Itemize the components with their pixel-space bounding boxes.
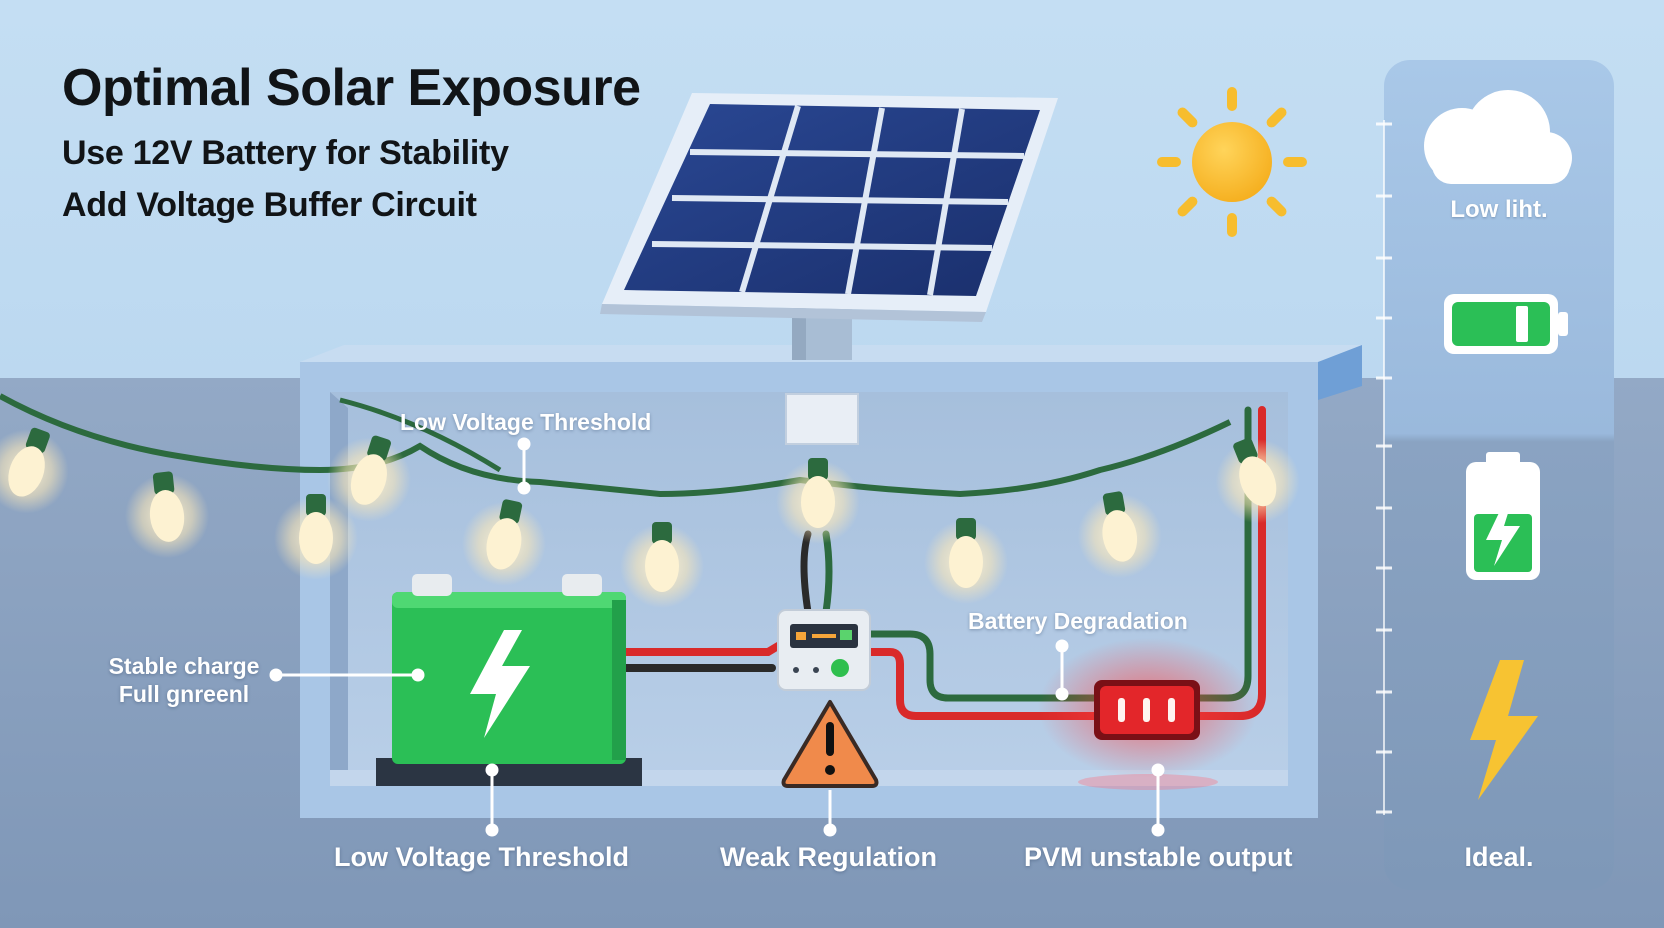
scale-ticks — [1376, 122, 1392, 814]
light-bulb-7 — [776, 458, 860, 544]
label-low-voltage-bottom: Low Voltage Threshold — [334, 842, 630, 872]
light-bulb-8 — [924, 518, 1008, 604]
light-bulb-2 — [125, 471, 210, 558]
charge-controller — [777, 609, 871, 691]
warning-icon — [781, 700, 879, 788]
side-panel-cloud-label: Low liht. — [1450, 196, 1548, 223]
light-bulb-5 — [461, 499, 546, 586]
battery-12v — [376, 574, 642, 786]
light-bulb-6 — [620, 522, 704, 608]
side-panel-ideal-label: Ideal. — [1464, 842, 1534, 872]
light-bulb-3 — [274, 494, 358, 580]
tip-line-2: Add Voltage Buffer Circuit — [62, 186, 477, 224]
light-bulb-1 — [0, 427, 69, 514]
string-light-wire-branch — [339, 397, 502, 473]
sun-icon — [1157, 87, 1307, 237]
label-pvm-output: PVM unstable output — [1024, 842, 1293, 872]
solar-panel — [600, 93, 1058, 360]
battery-full-icon — [1444, 294, 1568, 354]
label-battery-degradation: Battery Degradation — [968, 608, 1188, 634]
junction-connector — [785, 393, 859, 445]
string-light-wire — [0, 393, 1232, 498]
tip-line-1: Use 12V Battery for Stability — [62, 134, 509, 172]
light-bulb-9 — [1077, 491, 1162, 578]
cloud-icon — [1424, 90, 1572, 184]
battery-lightning-icon — [470, 630, 530, 738]
callout-lines — [269, 437, 1165, 837]
label-stable-charge: Stable charge — [108, 653, 260, 679]
light-bulb-4 — [326, 435, 411, 522]
light-bulb-10 — [1215, 437, 1300, 524]
label-full-green: Full gnreenl — [118, 681, 250, 707]
label-stable-charge-block: Stable charge Full gnreenl — [100, 652, 268, 708]
label-weak-regulation: Weak Regulation — [720, 842, 938, 872]
page-title: Optimal Solar Exposure — [62, 59, 641, 117]
string-light-bulbs — [0, 427, 1300, 608]
status-side-panel — [1376, 60, 1614, 890]
battery-charging-icon — [1466, 452, 1540, 580]
lightning-icon — [1470, 660, 1538, 800]
label-low-voltage-top: Low Voltage Threshold — [400, 409, 652, 435]
pwm-led-module — [1038, 638, 1258, 790]
